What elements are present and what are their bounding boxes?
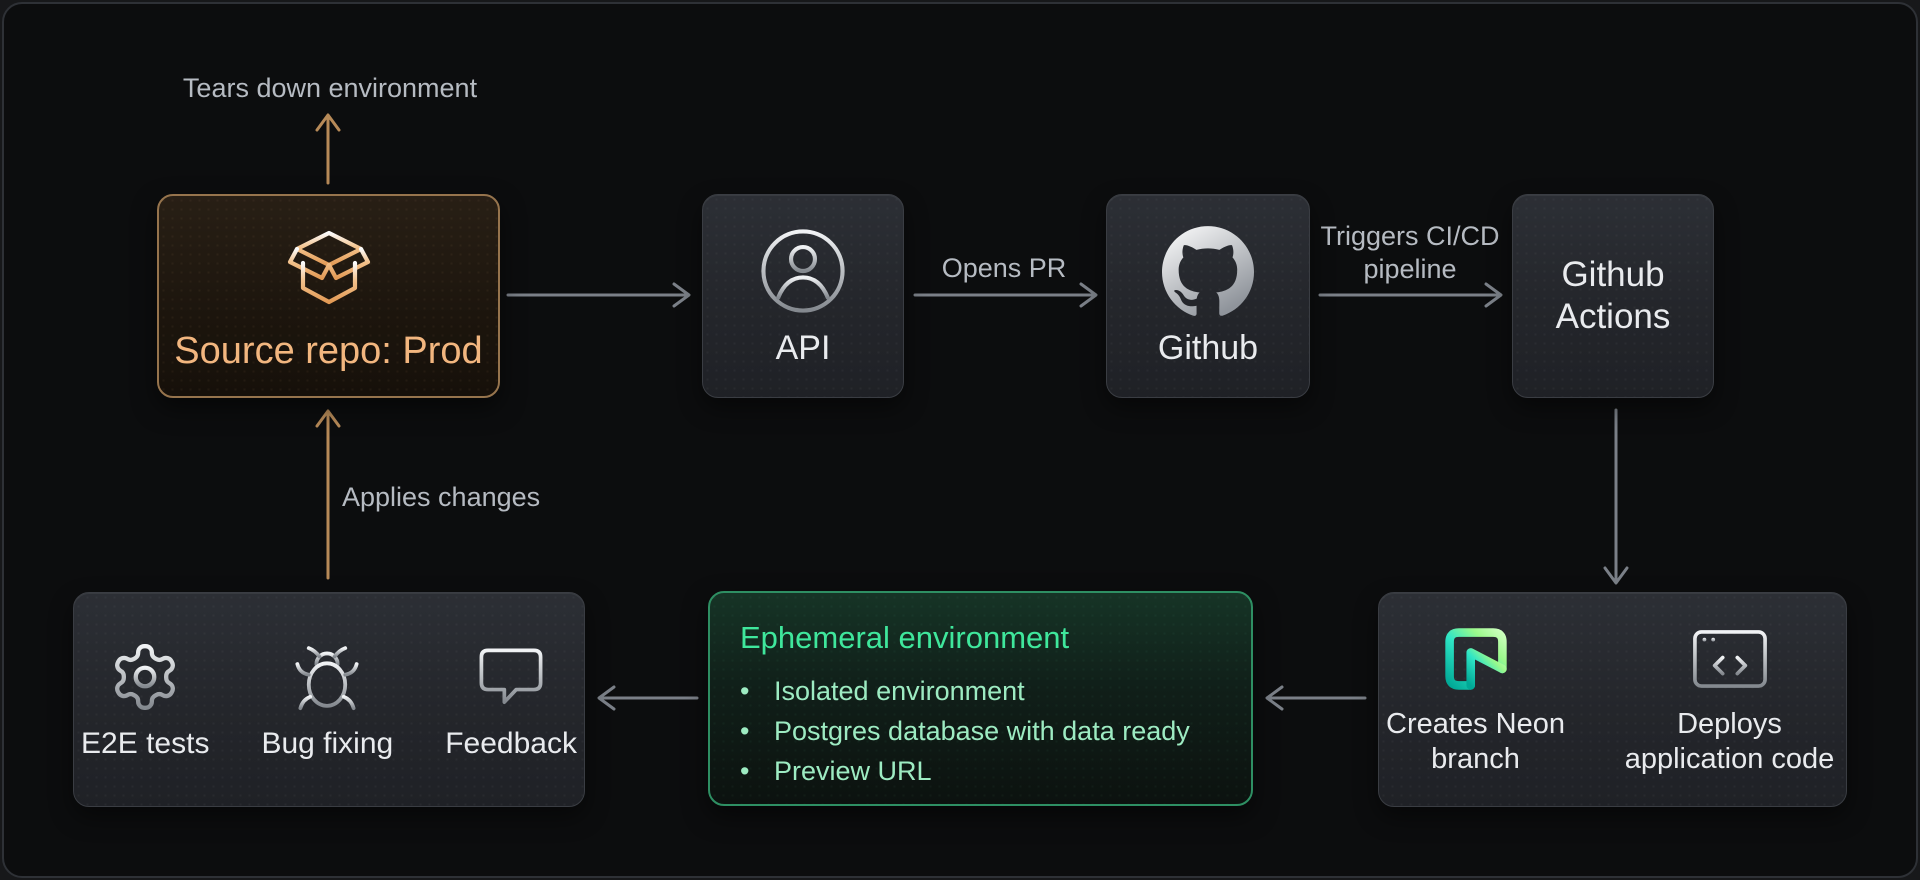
ephemeral-bullet: • Preview URL: [740, 751, 932, 791]
pipeline-output-item: Deploys application code: [1615, 623, 1845, 777]
validation-item: Feedback: [445, 639, 577, 761]
ephemeral-bullet-text: Isolated environment: [774, 676, 1025, 706]
bug-icon: [289, 639, 365, 715]
edge-label-opens-pr: Opens PR: [941, 253, 1067, 283]
bullet-dot: •: [740, 756, 750, 786]
arrow-source-to-api: [506, 282, 691, 308]
ephemeral-bullet-text: Preview URL: [774, 756, 932, 786]
arrow-actions-down: [1603, 408, 1629, 585]
node-ephemeral-environment: Ephemeral environment • Isolated environ…: [708, 591, 1253, 806]
bullet-dot: •: [740, 716, 750, 746]
node-github: Github: [1106, 194, 1310, 398]
source-repo-label: Source repo: Prod: [174, 329, 483, 372]
pipeline-output-item: Creates Neon branch: [1381, 623, 1571, 777]
deploys-application-code-label: Deploys application code: [1624, 707, 1835, 775]
e2e-tests-label: E2E tests: [81, 726, 210, 760]
ephemeral-bullet: • Postgres database with data ready: [740, 711, 1190, 751]
api-label: API: [775, 328, 831, 367]
edge-label-triggers-cicd: Triggers CI/CD pipeline: [1320, 221, 1500, 284]
ephemeral-bullet-text: Postgres database with data ready: [774, 716, 1190, 746]
validation-item: E2E tests: [81, 639, 209, 761]
arrow-output-to-ephemeral: [1265, 685, 1367, 711]
arrow-applies-changes: [315, 409, 341, 580]
user-icon: [757, 225, 849, 317]
ephemeral-bullet: • Isolated environment: [740, 671, 1025, 711]
feedback-label: Feedback: [445, 726, 577, 760]
ephemeral-environment-title: Ephemeral environment: [740, 620, 1070, 655]
bug-fixing-label: Bug fixing: [261, 726, 394, 760]
arrow-ephemeral-to-validation: [597, 685, 699, 711]
bullet-dot: •: [740, 676, 750, 706]
validation-item: Bug fixing: [261, 639, 393, 761]
arrow-github-to-actions: [1318, 282, 1503, 308]
speech-bubble-icon: [474, 639, 548, 715]
edge-label-applies-changes: Applies changes: [342, 482, 541, 512]
github-label: Github: [1157, 328, 1259, 367]
package-icon: [279, 220, 379, 320]
node-validation: E2E tests Bug fixing: [73, 592, 585, 807]
gear-icon: [108, 639, 182, 715]
node-github-actions: Github Actions: [1512, 194, 1714, 398]
node-source-repo: Source repo: Prod: [157, 194, 500, 398]
neon-icon: [1443, 623, 1509, 695]
github-icon: [1162, 225, 1254, 317]
browser-code-icon: [1692, 623, 1768, 695]
creates-neon-branch-label: Creates Neon branch: [1386, 707, 1565, 775]
github-actions-label: Github Actions: [1555, 255, 1671, 336]
node-pipeline-output: Creates Neon branch Deploys application …: [1378, 592, 1847, 807]
arrow-tears-down: [315, 113, 341, 185]
node-api: API: [702, 194, 904, 398]
arrow-api-to-github: [913, 282, 1098, 308]
edge-label-tears-down: Tears down environment: [182, 73, 478, 103]
